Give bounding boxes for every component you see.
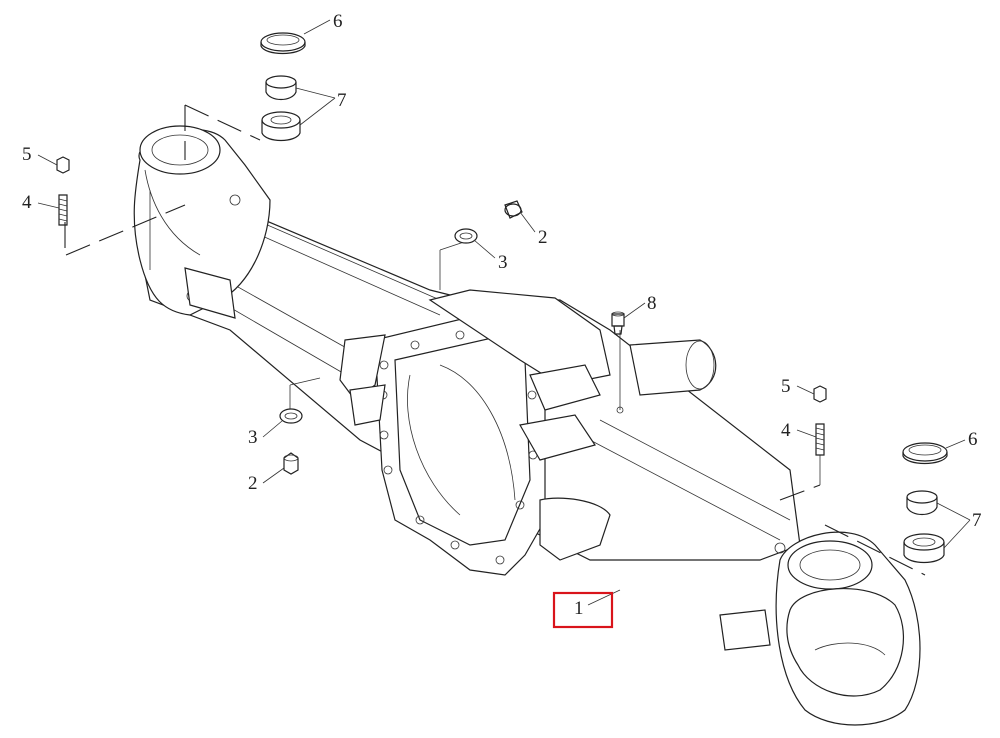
- axle-housing[interactable]: [133, 125, 921, 726]
- callout-6-top: 6: [333, 11, 343, 32]
- callout-5-left: 5: [22, 144, 32, 165]
- left-kingpin-bore: [139, 125, 221, 175]
- leader-lines: [37, 19, 971, 606]
- seal-ring-right[interactable]: [902, 442, 948, 465]
- callout-2-left: 2: [248, 473, 258, 494]
- callout-4-left: 4: [22, 192, 32, 213]
- bearing-right[interactable]: [903, 490, 945, 564]
- callout-1-highlight-box[interactable]: [552, 591, 614, 629]
- bolt-right[interactable]: [813, 385, 827, 456]
- callout-labels: 6 7 5 4 2 3 3 2 8 5 4 6 7 1: [22, 11, 982, 619]
- plug-top[interactable]: [454, 200, 523, 244]
- bearing-top[interactable]: [261, 75, 301, 142]
- callout-1: 1: [574, 598, 584, 619]
- callout-3-top: 3: [498, 252, 508, 273]
- callout-7-right: 7: [972, 510, 982, 531]
- plug-left[interactable]: [279, 408, 303, 475]
- callout-4-right: 4: [781, 420, 791, 441]
- bolt-left[interactable]: [56, 156, 70, 226]
- callout-8: 8: [647, 293, 657, 314]
- right-kingpin-bore: [787, 540, 873, 590]
- breather-valve[interactable]: [611, 311, 625, 335]
- callout-6-right: 6: [968, 429, 978, 450]
- callout-3-left: 3: [248, 427, 258, 448]
- callout-7-top: 7: [337, 90, 347, 111]
- callout-2-top: 2: [538, 227, 548, 248]
- callout-5-right: 5: [781, 376, 791, 397]
- assembly-axes: [64, 104, 926, 576]
- seal-ring-top[interactable]: [260, 32, 306, 55]
